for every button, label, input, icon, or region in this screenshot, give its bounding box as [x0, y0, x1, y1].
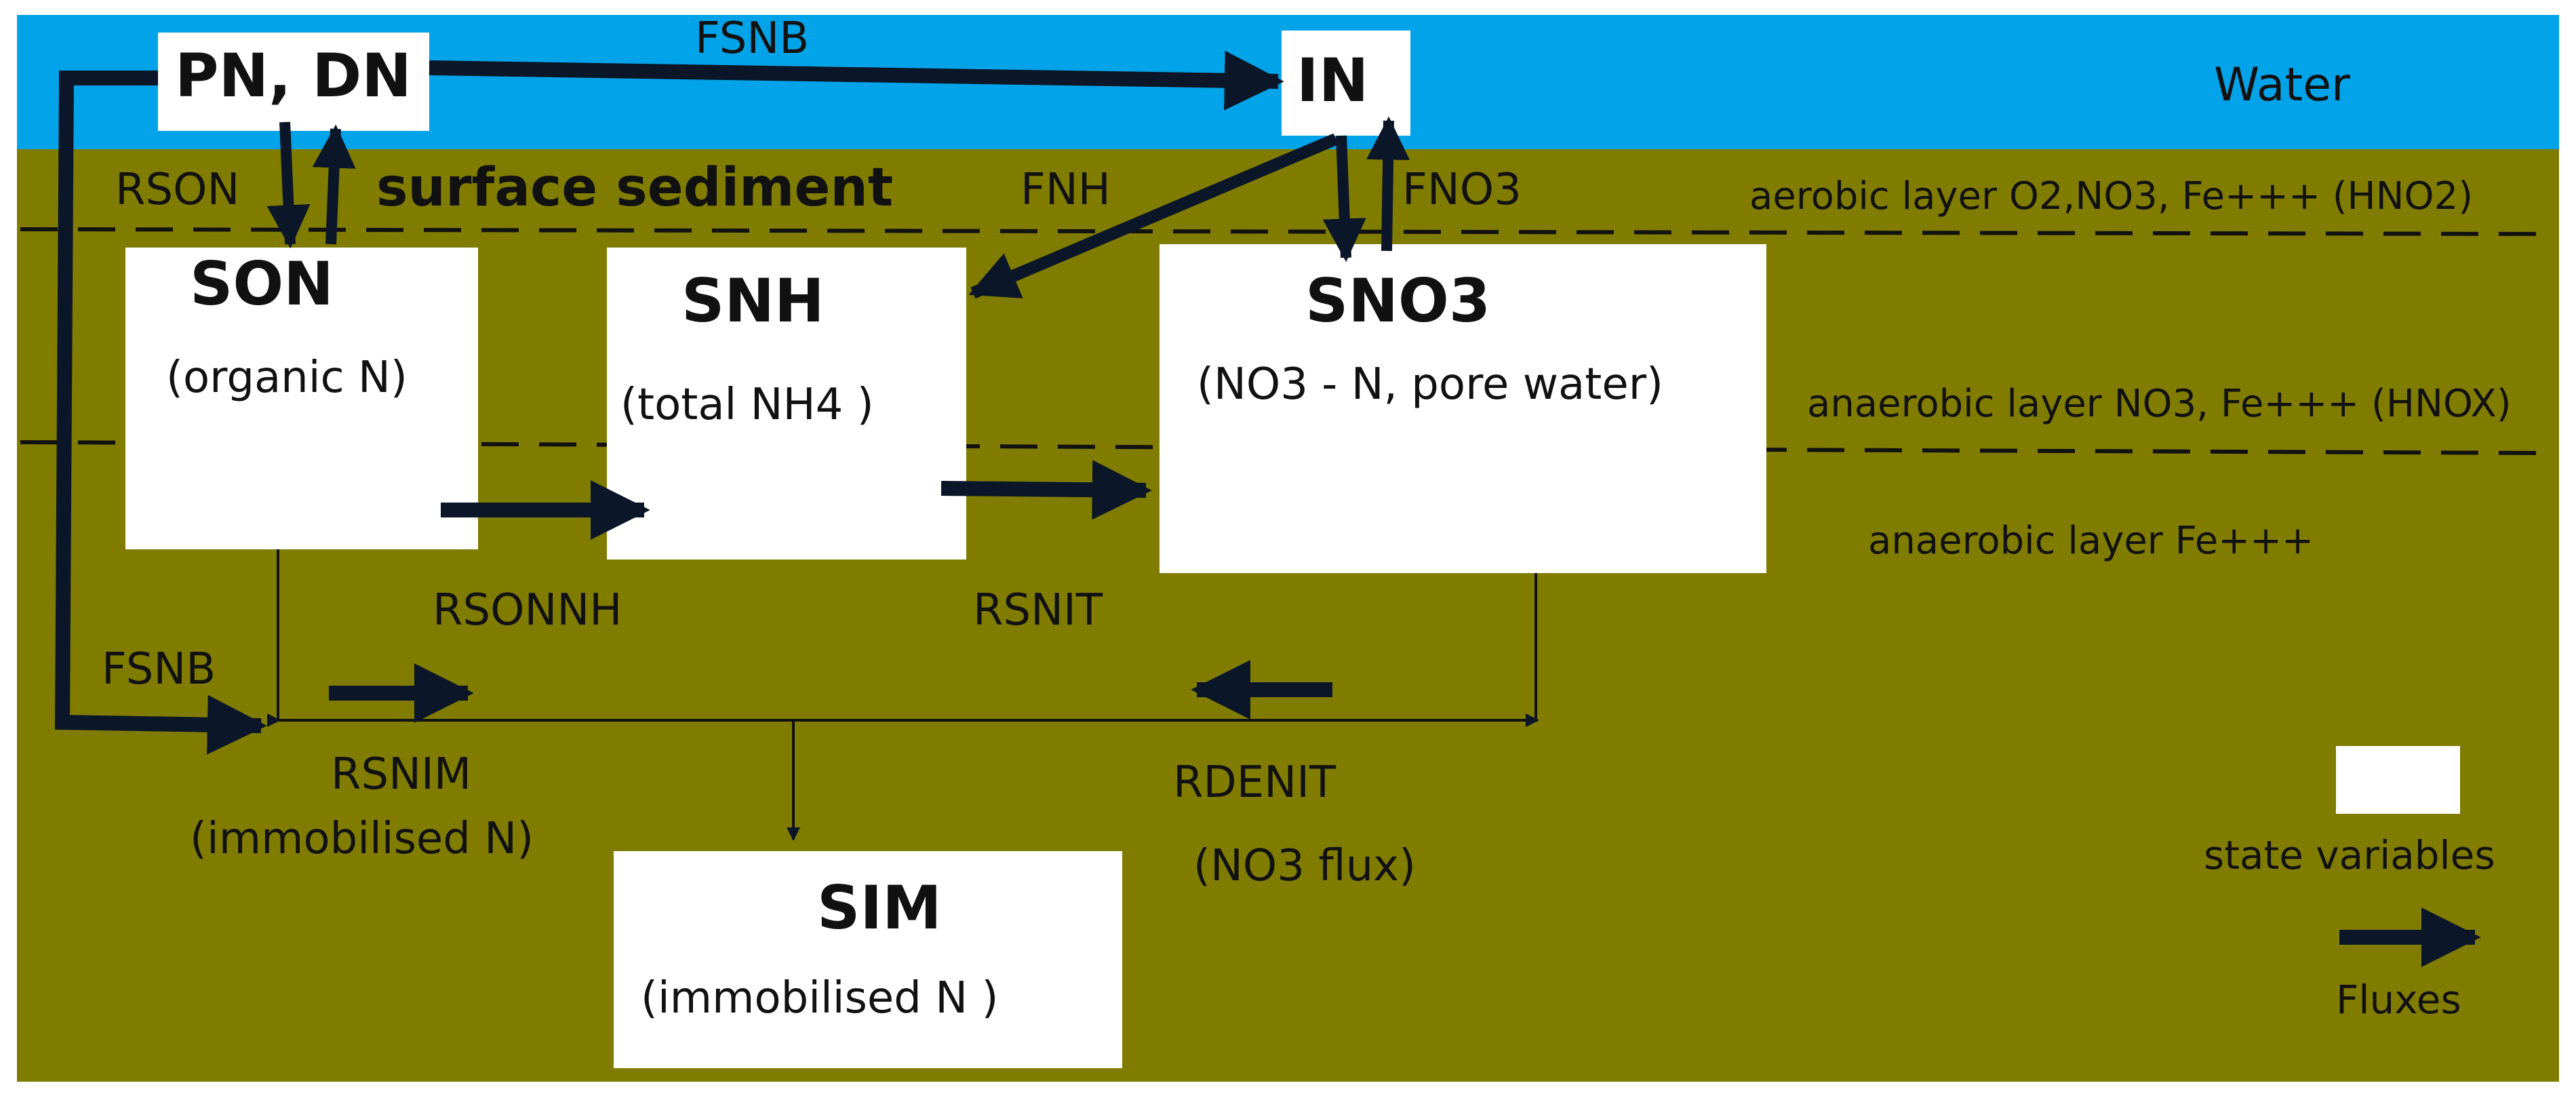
aerobic-boundary-line	[20, 227, 2540, 236]
legend-state-swatch	[2336, 746, 2460, 814]
fsnb-left-label: FSNB	[102, 644, 216, 694]
sim-desc: (immobilised N )	[641, 973, 999, 1023]
anaerobic-lower-layer-label: anaerobic layer Fe+++	[1868, 519, 2314, 563]
son-desc: (organic N)	[166, 353, 408, 403]
rsnim-label: RSNIM	[331, 749, 472, 800]
legend-state-label: state variables	[2204, 832, 2495, 878]
sim-label: SIM	[817, 873, 942, 943]
son-label: SON	[190, 249, 334, 319]
snh-label: SNH	[681, 266, 825, 336]
box-pn-dn	[158, 33, 429, 131]
rsonnh-label: RSONNH	[433, 585, 622, 635]
rson-label: RSON	[115, 165, 240, 215]
legend-fluxes-label: Fluxes	[2336, 977, 2461, 1023]
fno3-label: FNO3	[1402, 165, 1522, 215]
rsnit-arrow	[940, 460, 1152, 520]
water-label: Water	[2214, 58, 2351, 112]
fsnb-left-arrow	[54, 71, 267, 755]
fnh-arrow	[968, 133, 1339, 299]
fno3-up-arrow	[1366, 116, 1410, 252]
fsnb-top-arrow	[429, 50, 1284, 111]
snh-desc: (total NH4 )	[620, 380, 874, 430]
rdenit-label: RDENIT	[1173, 758, 1336, 808]
aerobic-layer-label: aerobic layer O2,NO3, Fe+++ (HNO2)	[1749, 174, 2474, 218]
sno3-label: SNO3	[1305, 266, 1491, 336]
rsnim-desc: (immobilised N)	[190, 814, 534, 864]
sediment-label: surface sediment	[376, 157, 894, 218]
in-label: IN	[1296, 45, 1369, 115]
fno3-down-arrow	[1322, 135, 1366, 262]
fsnb-top-label: FSNB	[695, 14, 810, 64]
rson-down-arrow	[266, 121, 311, 249]
sno3-desc: (NO3 - N, pore water)	[1197, 359, 1663, 410]
rsnit-label: RSNIT	[973, 585, 1103, 635]
box-son	[125, 248, 478, 549]
fnh-label: FNH	[1021, 165, 1111, 215]
pn-dn-label: PN, DN	[175, 41, 412, 111]
box-snh	[607, 248, 966, 560]
box-sno3	[1160, 244, 1766, 573]
box-sim	[614, 851, 1122, 1068]
rdenit-desc: (NO3 flux)	[1193, 841, 1416, 891]
rson-up-arrow	[312, 124, 356, 245]
anaerobic-upper-layer-label: anaerobic layer NO3, Fe+++ (HNOX)	[1807, 382, 2512, 426]
